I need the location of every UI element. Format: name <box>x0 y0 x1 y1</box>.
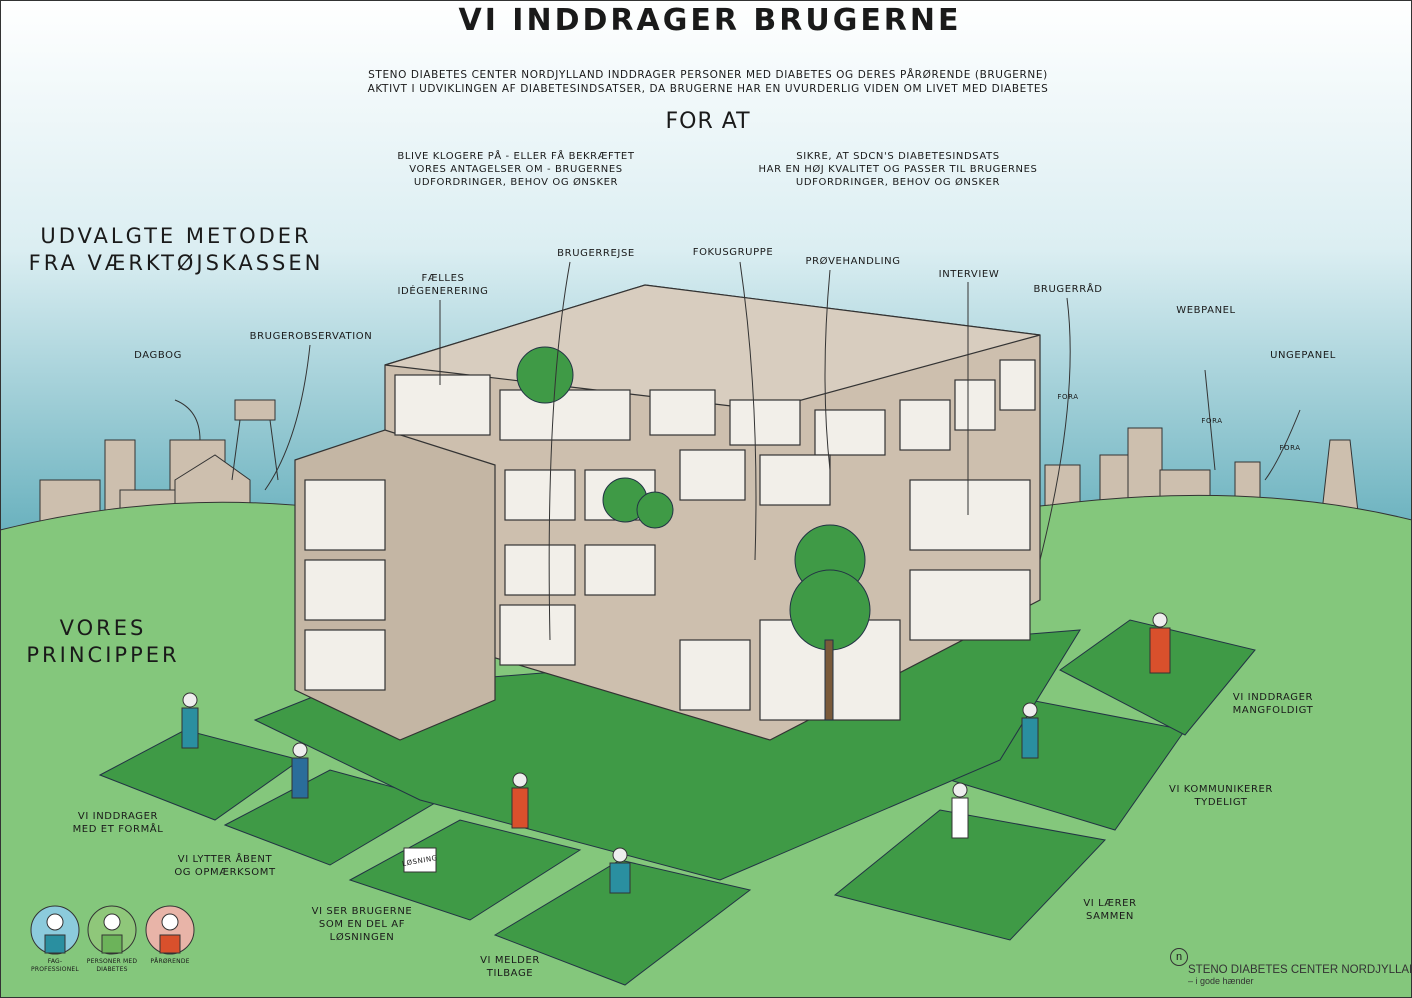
methods-heading: UDVALGTE METODER FRA VÆRKTØJSKASSEN <box>29 223 324 277</box>
page-title: VI INDDRAGER BRUGERNE <box>458 3 962 38</box>
label-line: SOM EN DEL AF <box>318 919 406 930</box>
fora-label: FORA <box>1057 393 1079 401</box>
legend-line: PÅRØRENDE <box>150 958 190 965</box>
label-line: TILBAGE <box>486 968 534 979</box>
building <box>294 284 1041 741</box>
logo-mark: n <box>1170 948 1188 966</box>
purpose-line: UDFORDRINGER, BEHOV OG ØNSKER <box>413 177 619 188</box>
purpose-line: BLIVE KLOGERE PÅ - ELLER FÅ BEKRÆFTET <box>397 151 635 162</box>
purpose-line: VORES ANTAGELSER OM - BRUGERNES <box>409 164 623 175</box>
principles-heading: VORES PRINCIPPER <box>26 615 179 669</box>
principle-ser: VI SER BRUGERNE SOM EN DEL AF LØSNINGEN <box>312 905 413 944</box>
purpose-line: SIKRE, AT SDCN'S DIABETESINDSATS <box>796 151 1000 162</box>
method-brugerobservation: BRUGEROBSERVATION <box>249 331 373 342</box>
principle-mangfoldigt: VI INDDRAGER MANGFOLDIGT <box>1233 691 1314 717</box>
heading-line: PRINCIPPER <box>26 643 180 667</box>
shrubs <box>602 477 674 529</box>
method-webpanel: WEBPANEL <box>1176 305 1236 316</box>
fora-label: FORA <box>1201 417 1223 425</box>
purpose-line: HAR EN HØJ KVALITET OG PASSER TIL BRUGER… <box>758 164 1038 175</box>
label-line: VI INDDRAGER <box>77 811 159 822</box>
label-line: FÆLLES <box>421 273 465 284</box>
method-faelles-idegenerering: FÆLLES IDÉGENERERING <box>397 272 488 298</box>
principle-laerer: VI LÆRER SAMMEN <box>1083 897 1136 923</box>
purpose-line: UDFORDRINGER, BEHOV OG ØNSKER <box>795 177 1001 188</box>
fora-label: FORA <box>1279 444 1301 452</box>
purpose-left: BLIVE KLOGERE PÅ - ELLER FÅ BEKRÆFTET VOR… <box>397 150 634 189</box>
heading-line: UDVALGTE METODER <box>40 224 312 248</box>
for-at-heading: FOR AT <box>665 109 751 134</box>
legend-line: DIABETES <box>96 966 128 973</box>
label-line: VI SER BRUGERNE <box>311 906 413 917</box>
method-brugerraad: BRUGERRÅD <box>1033 284 1103 295</box>
method-brugerrejse: BRUGERREJSE <box>557 248 635 259</box>
intro-text: STENO DIABETES CENTER NORDJYLLAND INDDRA… <box>368 68 1049 96</box>
label-line: IDÉGENERERING <box>397 286 489 297</box>
leader-lines <box>174 261 1301 641</box>
legend-paaroerende: PÅRØRENDE <box>150 958 189 966</box>
legend-fagprofessionel: FAG-PROFESSIONEL <box>31 958 79 974</box>
label-line: MED ET FORMÅL <box>72 824 164 835</box>
label-line: OG OPMÆRKSOMT <box>174 867 276 878</box>
losning-sign <box>403 847 437 873</box>
tree-roof <box>516 346 574 404</box>
tree <box>789 524 871 721</box>
principle-melder: VI MELDER TILBAGE <box>480 954 540 980</box>
purpose-right: SIKRE, AT SDCN'S DIABETESINDSATS HAR EN H… <box>759 150 1038 189</box>
label-line: VI MELDER <box>480 955 540 966</box>
label-line: TYDELIGT <box>1194 797 1248 808</box>
legend-line: FAG- <box>47 958 63 965</box>
label-line: VI KOMMUNIKERER <box>1169 784 1273 795</box>
method-ungepanel: UNGEPANEL <box>1270 350 1336 361</box>
legend-line: PERSONER MED <box>86 958 138 965</box>
heading-line: FRA VÆRKTØJSKASSEN <box>28 251 324 275</box>
heading-line: VORES <box>59 616 147 640</box>
method-dagbog: DAGBOG <box>134 350 182 361</box>
principle-formaal: VI INDDRAGER MED ET FORMÅL <box>73 810 164 836</box>
intro-line: AKTIVT I UDVIKLINGEN AF DIABETESINDSATSE… <box>367 83 1049 95</box>
label-line: SAMMEN <box>1085 911 1135 922</box>
label-line: VI LYTTER ÅBENT <box>177 854 273 865</box>
label-line: VI INDDRAGER <box>1232 692 1314 703</box>
method-interview: INTERVIEW <box>938 269 1000 280</box>
principle-lytter: VI LYTTER ÅBENT OG OPMÆRKSOMT <box>174 853 275 879</box>
principle-kommunikerer: VI KOMMUNIKERER TYDELIGT <box>1169 783 1273 809</box>
method-proevehandling: PRØVEHANDLING <box>805 256 901 267</box>
label-line: VI LÆRER <box>1083 898 1137 909</box>
method-fokusgruppe: FOKUSGRUPPE <box>692 247 774 258</box>
label-line: LØSNINGEN <box>329 932 395 943</box>
legend-avatars <box>30 905 195 955</box>
label-line: MANGFOLDIGT <box>1232 705 1314 716</box>
legend-line: PROFESSIONEL <box>31 966 79 973</box>
people <box>181 612 1171 894</box>
intro-line: STENO DIABETES CENTER NORDJYLLAND INDDRA… <box>368 69 1048 81</box>
logo-name: STENO DIABETES CENTER NORDJYLLAND <box>1188 964 1412 976</box>
logo-tagline: – i gode hænder <box>1188 976 1254 986</box>
